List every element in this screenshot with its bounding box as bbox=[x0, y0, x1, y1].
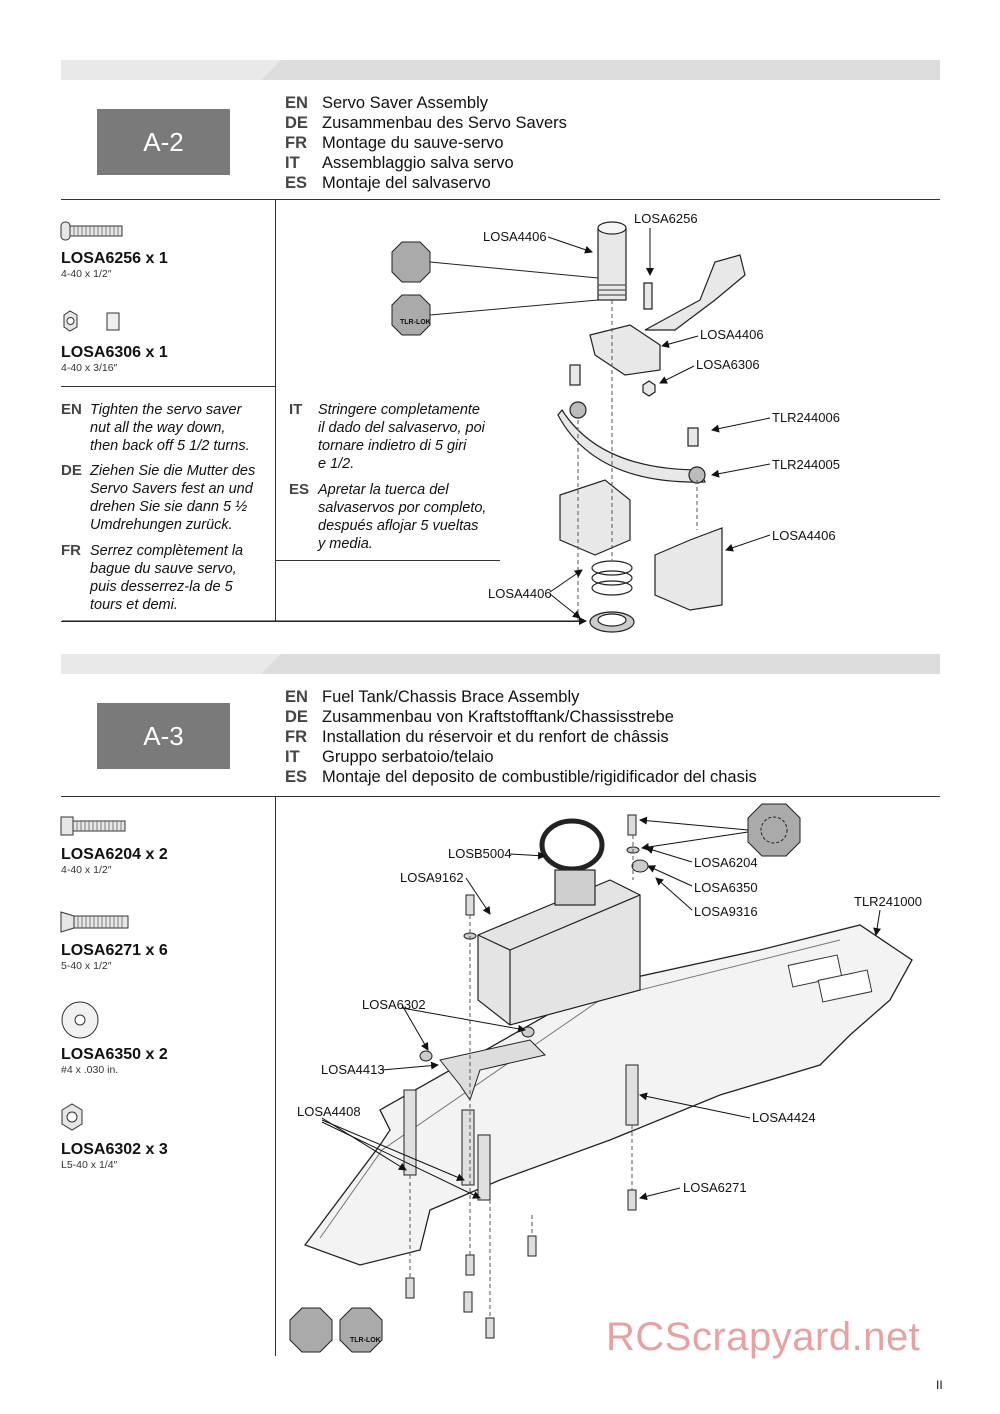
callout-label: LOSB5004 bbox=[448, 846, 512, 861]
instruction-en: EN Tighten the servo saver nut all the w… bbox=[61, 401, 250, 454]
callout-label: TLR244005 bbox=[772, 457, 840, 472]
title-en: Servo Saver Assembly bbox=[322, 94, 488, 112]
instruction-es: ES Apretar la tuerca del salvaservos por… bbox=[289, 481, 487, 552]
part-item: LOSA6256 x 1 4-40 x 1/2″ bbox=[61, 250, 168, 280]
part-item: LOSA6350 x 2 #4 x .030 in. bbox=[61, 1046, 168, 1076]
divider bbox=[275, 199, 276, 621]
divider bbox=[275, 796, 276, 1356]
callout-label: LOSA6302 bbox=[362, 997, 426, 1012]
title-it: Gruppo serbatoio/telaio bbox=[322, 748, 494, 766]
callout-label: TLR241000 bbox=[854, 894, 922, 909]
callout-label: LOSA9162 bbox=[400, 870, 464, 885]
locknut-icon bbox=[63, 310, 120, 332]
divider bbox=[275, 560, 500, 561]
title-it: Assemblaggio salva servo bbox=[322, 154, 514, 172]
flat-head-screw-icon bbox=[60, 911, 129, 933]
callout-label: LOSA6256 bbox=[634, 211, 698, 226]
cap-screw-icon bbox=[60, 816, 126, 836]
washer-icon bbox=[61, 1001, 99, 1039]
instruction-fr: FR Serrez complètement la bague du sauve… bbox=[61, 542, 244, 613]
title-en: Fuel Tank/Chassis Brace Assembly bbox=[322, 688, 580, 706]
locknut-icon bbox=[61, 1103, 83, 1131]
tlr-lok-text: TLR-LOK bbox=[350, 1337, 381, 1344]
callout-label: LOSA4413 bbox=[321, 1062, 385, 1077]
title-fr: Montage du sauve-servo bbox=[322, 134, 504, 152]
title-fr: Installation du réservoir et du renfort … bbox=[322, 728, 669, 746]
watermark: RCScrapyard.net bbox=[606, 1315, 921, 1359]
callout-label: LOSA4406 bbox=[772, 528, 836, 543]
part-item: LOSA6204 x 2 4-40 x 1/2″ bbox=[61, 846, 168, 876]
step-label-a3: A-3 bbox=[97, 703, 230, 769]
callout-label: TLR244006 bbox=[772, 410, 840, 425]
section-header-bar-a3 bbox=[61, 654, 940, 674]
part-item: LOSA6306 x 1 4-40 x 3/16″ bbox=[61, 344, 168, 374]
tlr-lok-icon bbox=[289, 803, 801, 1353]
callout-label: LOSA4408 bbox=[297, 1104, 361, 1119]
callout-label: LOSA4424 bbox=[752, 1110, 816, 1125]
page-number: II bbox=[936, 1378, 943, 1392]
title-es: Montaje del deposito de combustible/rigi… bbox=[322, 768, 757, 786]
callout-label: LOSA4406 bbox=[700, 327, 764, 342]
title-de: Zusammenbau von Kraftstofftank/Chassisst… bbox=[322, 708, 674, 726]
instruction-it: IT Stringere completamente il dado del s… bbox=[289, 401, 485, 472]
part-item: LOSA6271 x 6 5-40 x 1/2″ bbox=[61, 942, 168, 972]
callout-label: LOSA9316 bbox=[694, 904, 758, 919]
callout-label: LOSA6271 bbox=[683, 1180, 747, 1195]
tlr-lok-text: TLR-LOK bbox=[400, 319, 431, 326]
divider bbox=[61, 796, 940, 797]
button-head-screw-icon bbox=[60, 221, 123, 241]
callout-label: LOSA6306 bbox=[696, 357, 760, 372]
tlr-lok-icon bbox=[391, 241, 599, 336]
divider bbox=[61, 199, 940, 200]
callout-label: LOSA6204 bbox=[694, 855, 758, 870]
instruction-de: DE Ziehen Sie die Mutter des Servo Saver… bbox=[61, 462, 256, 533]
step-label-a2: A-2 bbox=[97, 109, 230, 175]
callout-label: LOSA4406 bbox=[483, 229, 547, 244]
callout-label: LOSA4406 bbox=[488, 586, 552, 601]
title-es: Montaje del salvaservo bbox=[322, 174, 491, 192]
part-item: LOSA6302 x 3 L5-40 x 1/4″ bbox=[61, 1141, 168, 1171]
title-de: Zusammenbau des Servo Savers bbox=[322, 114, 567, 132]
section-header-bar-a2 bbox=[61, 60, 940, 80]
callout-label: LOSA6350 bbox=[694, 880, 758, 895]
divider bbox=[61, 386, 275, 387]
